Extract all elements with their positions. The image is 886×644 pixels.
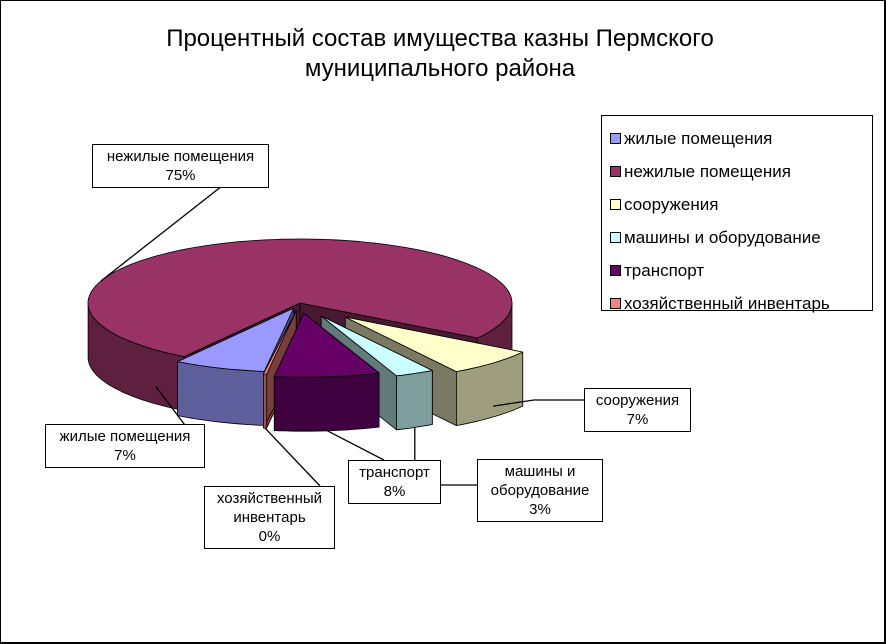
legend-swatch-nonresidential [610,166,621,177]
data-label-inventory-name-1: хозяйственный [216,490,323,507]
leader-line-transport [327,430,385,461]
pie-slices [87,238,524,432]
legend-item-structures: сооружения [610,188,872,221]
data-label-structures-name: сооружения [595,392,680,409]
data-label-transport-value: 8% [383,483,406,500]
data-label-nonresidential-value: 75% [165,167,196,184]
pie-slice-top-residential [177,307,295,372]
data-label-transport: транспорт 8% [348,460,441,504]
legend-label-transport: транспорт [624,260,705,280]
data-label-machinery-value: 3% [529,501,551,518]
pie-slice-side-machinery [396,370,433,431]
data-label-nonresidential-name: нежилые помещения [106,148,255,165]
pie-slice-top-transport [273,312,380,378]
data-label-residential-name: жилые помещения [59,428,191,445]
data-label-inventory-name-2: инвентарь [233,509,306,526]
leader-line-structures [493,399,584,407]
pie-slice-side-residential [177,361,265,426]
chart-title-line-2: муниципального района [304,55,576,82]
pie-slice-top-structures [344,316,524,373]
legend-swatch-transport [610,265,621,276]
data-label-machinery: машины и оборудование 3% [477,459,603,522]
pie-slice-top-machinery [320,315,433,377]
pie-slice-side-inventory [262,373,268,429]
legend-label-inventory: хозяйственный инвентарь [624,293,830,313]
leader-line-nonresidential [100,185,223,282]
legend-swatch-machinery [610,232,621,243]
legend-label-structures: сооружения [624,194,719,214]
legend-label-residential: жилые помещения [624,128,773,148]
legend-item-machinery: машины и оборудование [610,221,872,254]
data-label-nonresidential: нежилые помещения 75% [92,144,269,188]
data-label-machinery-name-2: оборудование [490,482,590,499]
pie-slice-top-nonresidential [87,238,513,358]
legend-swatch-residential [610,133,621,144]
data-label-transport-name: транспорт [359,464,430,481]
data-label-structures: сооружения 7% [584,388,691,432]
chart-title-line-1: Процентный состав имущества казны Пермск… [166,25,714,52]
legend-item-transport: транспорт [610,254,872,287]
pie-slice-side-transport [273,372,380,432]
data-label-residential-value: 7% [114,447,136,464]
legend-label-nonresidential: нежилые помещения [624,161,791,181]
legend-swatch-inventory [610,298,621,309]
legend: жилые помещения нежилые помещения сооруж… [601,115,873,313]
data-label-structures-value: 7% [626,411,649,428]
data-label-inventory: хозяйственный инвентарь 0% [204,486,335,549]
leader-line-inventory [264,427,321,487]
data-label-inventory-value: 0% [258,528,281,545]
data-label-residential: жилые помещения 7% [45,424,205,468]
legend-item-inventory: хозяйственный инвентарь [610,287,872,320]
legend-swatch-structures [610,199,621,210]
legend-item-nonresidential: нежилые помещения [610,155,872,188]
legend-item-residential: жилые помещения [610,122,872,155]
pie-slice-transport [273,312,380,432]
pie-slice-top-inventory [262,310,297,375]
data-label-machinery-name-1: машины и [504,463,576,480]
chart-title: Процентный состав имущества казны Пермск… [60,24,820,84]
legend-label-machinery: машины и оборудование [624,227,821,247]
